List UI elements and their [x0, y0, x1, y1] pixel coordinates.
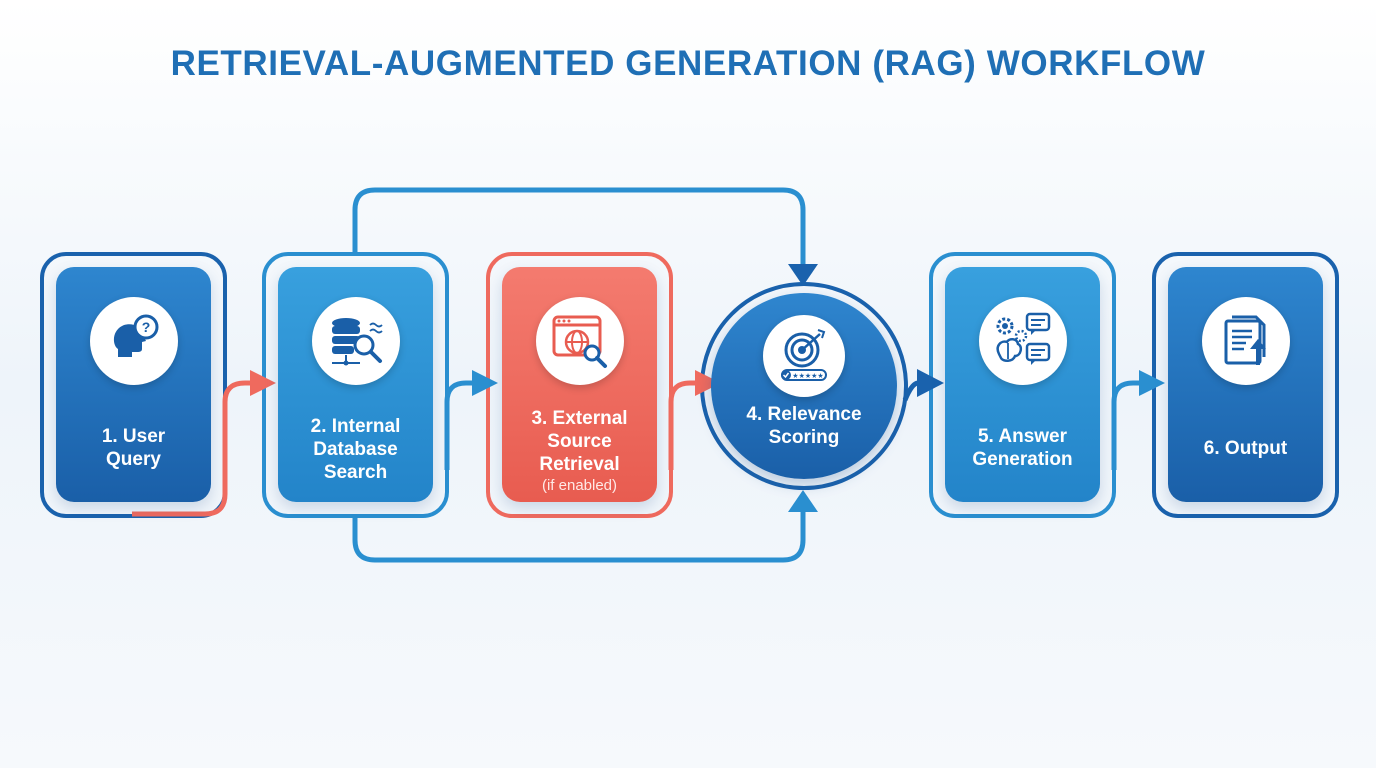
- step-label: 4. Relevance Scoring: [711, 403, 897, 449]
- step-label-line: 1. User: [101, 426, 166, 447]
- arrow-2-3-line: [444, 380, 474, 470]
- step-label-line: Retrieval: [539, 454, 620, 475]
- database-search-icon: [311, 297, 400, 385]
- arrow-4-5-head: [917, 369, 944, 397]
- arrow-5-6-line: [1111, 380, 1141, 470]
- step-label-line: 3. External: [531, 408, 628, 429]
- document-output-icon: [1201, 297, 1290, 385]
- bypass-bottom-line: [352, 512, 806, 563]
- ai-generation-icon: [978, 297, 1067, 385]
- page-title: RETRIEVAL-AUGMENTED GENERATION (RAG) WOR…: [170, 44, 1206, 83]
- step-external-source-retrieval: 3. External Source Retrieval (if enabled…: [502, 267, 657, 502]
- step-label: 3. External Source Retrieval (if enabled…: [508, 407, 651, 496]
- step-label: 5. Answer Generation: [951, 425, 1094, 471]
- step-label-line: Source: [547, 431, 612, 452]
- step-label: 2. Internal Database Search: [284, 415, 427, 484]
- step-label-line: 2. Internal: [310, 416, 401, 437]
- step-internal-database-search: 2. Internal Database Search: [278, 267, 433, 502]
- arrow-1-2-head: [250, 370, 276, 396]
- step-relevance-scoring: ★★★★★ 4. Relevance Scoring: [711, 293, 897, 479]
- step-output: 6. Output: [1168, 267, 1323, 502]
- step-label-line: 4. Relevance: [746, 404, 862, 425]
- step-label-line: Generation: [972, 449, 1073, 470]
- step-label-line: Scoring: [768, 427, 840, 448]
- target-rating-icon: ★★★★★: [763, 315, 845, 397]
- step-label-line: Database: [313, 439, 398, 460]
- arrow-5-6-head: [1139, 370, 1165, 396]
- arrow-3-4-line: [668, 380, 697, 470]
- step-label: 6. Output: [1174, 437, 1317, 460]
- step-label: 1. User Query: [62, 425, 205, 471]
- svg-text:★★★★★: ★★★★★: [792, 372, 823, 380]
- head-question-icon: ?: [89, 297, 178, 385]
- arrow-3-4-head: [695, 370, 721, 396]
- arrow-2-3-head: [472, 370, 498, 396]
- step-label-line: Search: [323, 462, 388, 483]
- bypass-bottom-arrowhead: [788, 490, 818, 512]
- bypass-top-arrowhead: [788, 264, 818, 286]
- bypass-top-line: [352, 187, 806, 264]
- step-answer-generation: 5. Answer Generation: [945, 267, 1100, 502]
- arrow-1-2-line: [132, 380, 252, 517]
- step-label-line: 5. Answer: [977, 426, 1068, 447]
- web-search-icon: [535, 297, 624, 385]
- step-label-line: 6. Output: [1203, 438, 1288, 459]
- step-user-query: ? 1. User Query: [56, 267, 211, 502]
- step-note: (if enabled): [541, 477, 618, 494]
- svg-text:?: ?: [141, 319, 150, 335]
- arrow-4-5-line: [902, 380, 919, 401]
- step-label-line: Query: [106, 449, 161, 470]
